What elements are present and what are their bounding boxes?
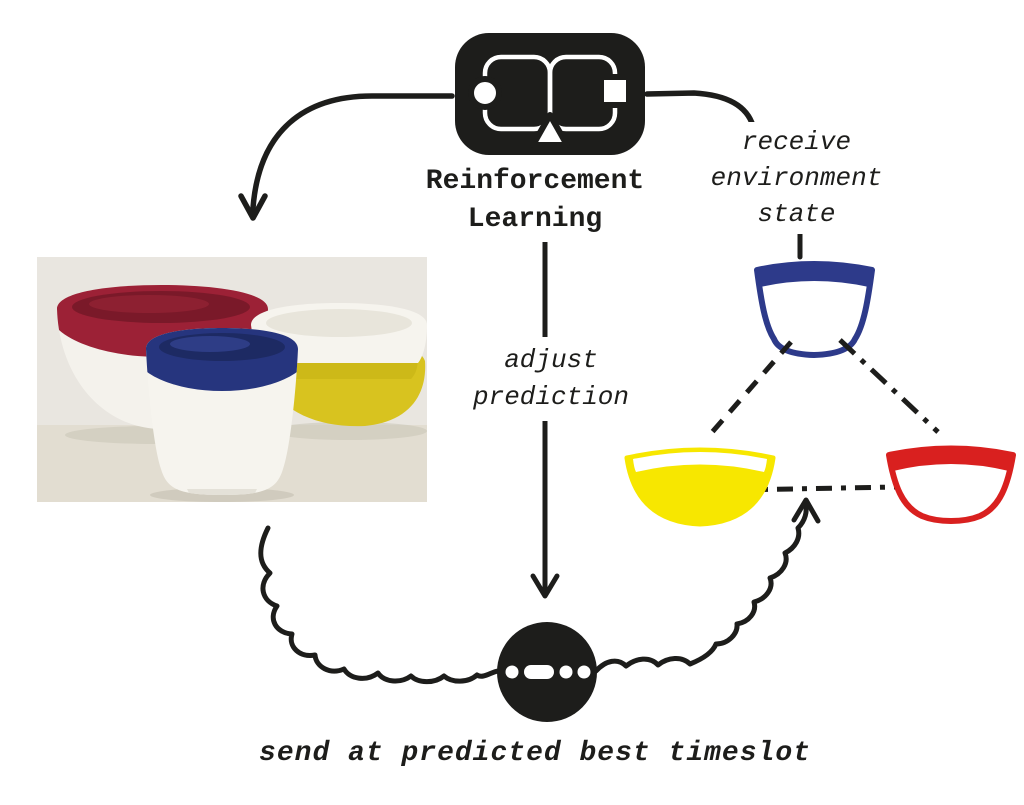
morse-dot: [505, 665, 519, 679]
arrowhead-up-to-dashed-line: [791, 497, 821, 524]
yellow-bowl-illustration: [624, 447, 776, 527]
morse-dot: [577, 665, 591, 679]
send-at-best-timeslot-caption: send at predicted best timeslot: [259, 737, 811, 769]
rl-icon-graphic: [455, 33, 645, 155]
adjust-prediction-label: adjust prediction: [437, 337, 665, 421]
bowls-photo: [37, 257, 427, 502]
arrowhead-down-adjust: [530, 573, 560, 599]
shadow: [271, 422, 427, 440]
morse-signal-icon: [497, 622, 597, 722]
red-bowl-illustration: [886, 445, 1016, 524]
icon-triangle-shape: [530, 112, 570, 148]
dashed-line-blue-to-yellow: [705, 340, 793, 440]
icon-circle-shape: [468, 76, 502, 110]
dashed-line-yellow-to-red: [737, 484, 896, 493]
blue-bowl-illustration: [754, 261, 875, 358]
photo-white-yellow-stack: [251, 303, 427, 427]
morse-dash: [524, 665, 554, 679]
reinforcement-learning-cycle-icon: [455, 33, 645, 155]
dashed-line-blue-to-red: [838, 338, 940, 434]
wavy-line-right: [593, 500, 809, 674]
bowls-photo-graphic: [37, 257, 427, 502]
reinforcement-learning-label: Reinforcement Learning: [395, 160, 675, 242]
arrowhead-down-icon-to-photo: [238, 193, 268, 221]
wavy-line-left: [258, 525, 501, 685]
morse-dot: [559, 665, 573, 679]
photo-blue-cup: [146, 328, 298, 495]
icon-square-shape: [598, 74, 632, 108]
receive-environment-state-label: receive environment state: [688, 122, 905, 234]
